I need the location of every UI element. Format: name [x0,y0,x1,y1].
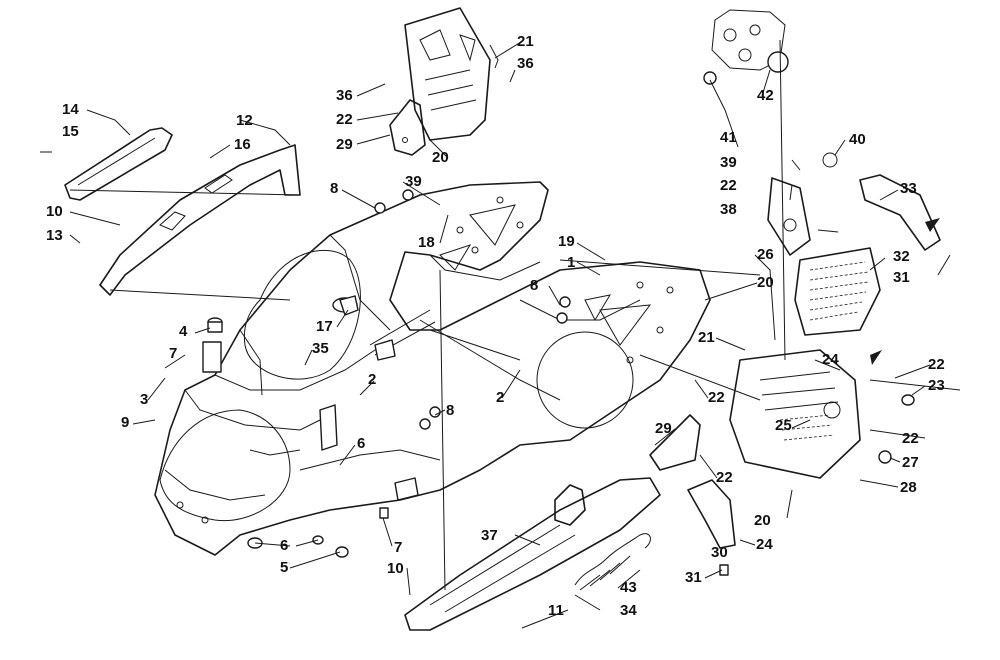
callout-2-a: 2 [368,371,377,388]
front-handle [64,127,173,201]
grille-32 [794,247,881,336]
callout-20-a: 20 [432,149,449,166]
callout-29-b: 29 [655,420,672,437]
callout-21-b: 21 [698,329,715,346]
deflector-33 [859,174,941,251]
callout-27: 27 [902,454,919,471]
skid-plate-37 [404,477,661,631]
upper-steering-bracket [404,7,499,141]
callout-39-b: 39 [720,154,737,171]
bracket-29-lower [649,414,701,471]
callout-7-a: 7 [169,345,178,362]
callout-13: 13 [46,227,63,244]
rear-bracket-assembly [729,349,861,479]
callout-9: 9 [121,414,130,431]
callout-20-c: 20 [754,512,771,529]
callout-22-f: 22 [720,177,737,194]
callout-29-a: 29 [336,136,353,153]
leader-lines [40,41,951,629]
callout-39-a: 39 [405,173,422,190]
callout-10-a: 10 [46,203,63,220]
callout-22-b: 22 [708,389,725,406]
callout-3: 3 [140,391,149,408]
callout-19: 19 [558,233,575,250]
callout-23: 23 [928,377,945,394]
alignment-lines [69,39,961,591]
callout-41: 41 [720,129,737,146]
callout-34: 34 [620,602,637,619]
callout-14: 14 [62,101,79,118]
callout-16: 16 [234,136,251,153]
callout-15: 15 [62,123,79,140]
callout-8-b: 8 [530,277,539,294]
bracket-29-upper [389,99,426,156]
callout-22-c: 22 [716,469,733,486]
callout-33: 33 [900,180,917,197]
callout-35: 35 [312,340,329,357]
callout-22-e: 22 [902,430,919,447]
callout-24-b: 24 [756,536,773,553]
callout-25: 25 [775,417,792,434]
main-frame [154,181,711,556]
callout-18: 18 [418,234,435,251]
callout-5: 5 [280,559,289,576]
part-30 [687,479,736,549]
callout-40: 40 [849,131,866,148]
callout-28: 28 [900,479,917,496]
callout-22-d: 22 [928,356,945,373]
callout-11: 11 [548,602,564,619]
callout-30: 30 [711,544,728,561]
callout-21-a: 21 [517,33,534,50]
callout-6-a: 6 [357,435,366,452]
callout-42: 42 [757,87,774,104]
small-fasteners [202,51,940,576]
bracket-38 [767,177,811,256]
callout-20-b: 20 [757,274,774,291]
callout-2-b: 2 [496,389,505,406]
callout-22-a: 22 [336,111,353,128]
callout-17: 17 [316,318,333,335]
callout-1: 1 [567,254,576,271]
bumper-12 [99,144,301,296]
callout-24-a: 24 [822,351,839,368]
callout-7-b: 7 [394,539,403,556]
callout-43: 43 [620,579,637,596]
callout-12: 12 [236,112,253,129]
callout-26: 26 [757,246,774,263]
callout-38: 38 [720,201,737,218]
callout-36-a: 36 [517,55,534,72]
callout-32: 32 [893,248,910,265]
callout-31-b: 31 [893,269,910,286]
callout-8-a: 8 [330,180,339,197]
callout-36-b: 36 [336,87,353,104]
callout-6-b: 6 [280,537,289,554]
callout-10-b: 10 [387,560,404,577]
callout-37: 37 [481,527,498,544]
callout-8-c: 8 [446,402,455,419]
spring-43 [574,533,651,591]
callout-31-a: 31 [685,569,702,586]
callout-4: 4 [179,323,188,340]
